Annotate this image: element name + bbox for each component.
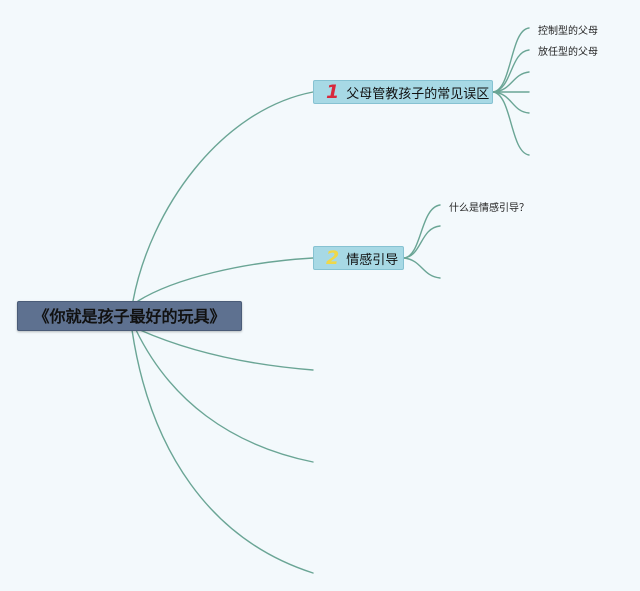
branch-topic-1[interactable]: 1 父母管教孩子的常见误区 — [313, 80, 493, 104]
connector-b2-child-3 — [403, 257, 441, 279]
connector-root-branch-4 — [135, 329, 314, 463]
connector-b2-child-2 — [403, 225, 441, 259]
connector-b2-child-1 — [403, 204, 441, 259]
connector-root-branch-5 — [131, 329, 314, 574]
branch-number-2: 2 — [326, 247, 340, 269]
connector-b1-child-2 — [492, 49, 530, 93]
subtopic-permissive-parents[interactable]: 放任型的父母 — [538, 47, 598, 58]
root-topic-title: 《你就是孩子最好的玩具》 — [33, 307, 226, 326]
connector-root-branch-3 — [139, 329, 314, 371]
connector-b1-child-3 — [492, 71, 530, 93]
subtopic-controlling-parents[interactable]: 控制型的父母 — [538, 26, 598, 37]
connector-root-branch-1 — [132, 91, 314, 302]
subtopic-what-is-emotional-guidance[interactable]: 什么是情感引导？ — [449, 203, 529, 214]
root-topic[interactable]: 《你就是孩子最好的玩具》 — [17, 301, 242, 331]
connector-root-branch-2 — [137, 257, 314, 302]
branch-number-1: 1 — [326, 81, 340, 103]
branch-topic-2[interactable]: 2 情感引导 — [313, 246, 404, 270]
branch-label-2: 情感引导 — [346, 252, 399, 268]
branch-label-1: 父母管教孩子的常见误区 — [346, 86, 490, 102]
connector-b1-child-6 — [492, 91, 530, 156]
